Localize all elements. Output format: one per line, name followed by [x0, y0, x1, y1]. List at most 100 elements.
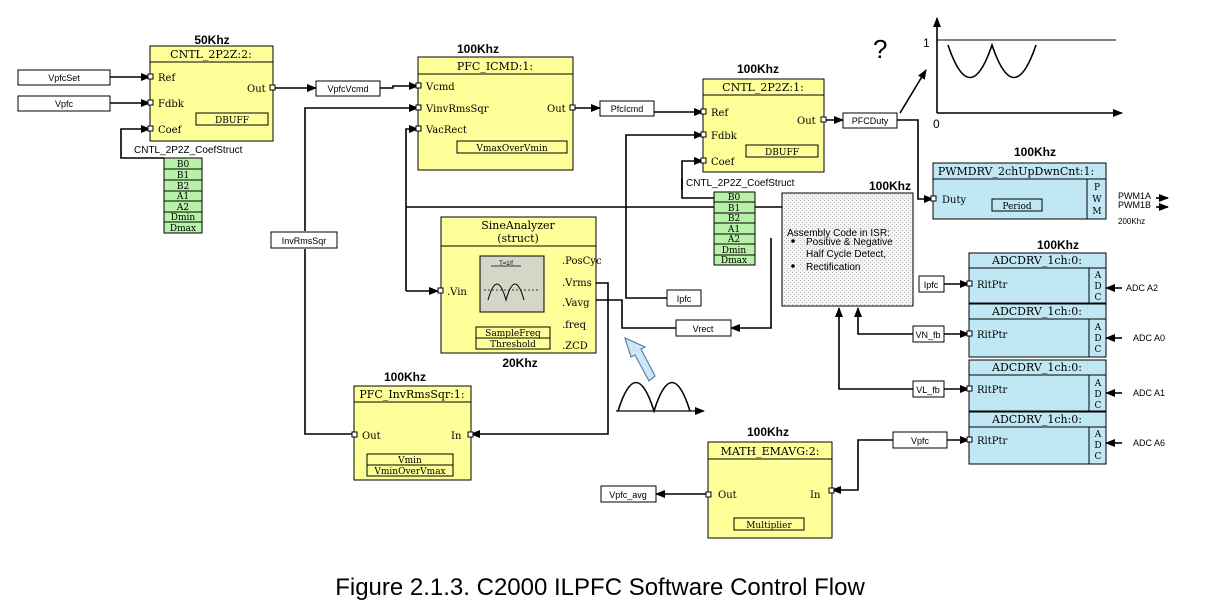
rate-label: 100Khz [737, 62, 779, 76]
block-title: SineAnalyzer [481, 219, 555, 232]
block-cntl-2p2z-2: 50Khz CNTL_2P2Z:2: Ref Fdbk Coef Out DBU… [134, 33, 276, 156]
question-mark: ? [873, 34, 887, 64]
block-title: PFC_ICMD:1: [457, 60, 533, 73]
block-adcdrv-a2: ADCDRV_1ch:0: RltPtr A D C ADC A2 [966, 252, 1158, 304]
output-vavg: .Vavg [562, 298, 590, 309]
adc-signal-ipfc: Ipfc [924, 280, 939, 290]
block-title: CNTL_2P2Z:2: [170, 48, 252, 61]
adc-signal-vl-fb: VL_fb [916, 385, 940, 395]
block-pfc-icmd: 100Khz PFC_ICMD:1: Vcmd VinvRmsSqr VacRe… [415, 42, 576, 171]
block-adcdrv-a6: ADCDRV_1ch:0: RltPtr A D C ADC A6 [966, 411, 1165, 465]
block-title: MATH_EMAVG:2: [721, 445, 820, 458]
block-pwmdrv: 100Khz PWMDRV_2chUpDwnCnt:1: Duty Period… [930, 145, 1151, 226]
asm-bullet-1-line2: Half Cycle Detect, [806, 249, 886, 260]
struct-label: CNTL_2P2Z_CoefStruct [686, 178, 795, 189]
svg-text:B1: B1 [728, 204, 740, 214]
signal-pfcduty: PFCDuty [852, 116, 889, 126]
output-pwm1a: PWM1A [1118, 191, 1151, 201]
svg-text:D: D [1094, 334, 1101, 344]
port-coef: Coef [711, 157, 736, 168]
svg-text:P: P [1094, 183, 1100, 193]
svg-text:A2: A2 [176, 203, 189, 213]
signal-invrmssqr: InvRmsSqr [282, 236, 327, 246]
svg-text:B2: B2 [728, 214, 740, 224]
port-out: Out [718, 490, 737, 501]
period-label: T=1/f [499, 261, 513, 267]
adc-input-a6: ADC A6 [1133, 438, 1165, 448]
rate-label: 100Khz [1014, 145, 1056, 159]
signal-vrect: Vrect [693, 324, 714, 334]
signal-pfcicmd: PfcIcmd [611, 104, 644, 114]
output-vrms: .Vrms [562, 278, 592, 289]
svg-text:ADCDRV_1ch:0:: ADCDRV_1ch:0: [991, 305, 1082, 318]
svg-text:Dmax: Dmax [170, 224, 196, 234]
port-vacrect: VacRect [425, 125, 467, 136]
svg-text:RltPtr: RltPtr [977, 280, 1007, 291]
svg-text:A1: A1 [176, 192, 189, 202]
block-subtitle: (struct) [497, 232, 539, 245]
svg-text:D: D [1094, 390, 1101, 400]
pwm-frequency: 200Khz [1118, 217, 1145, 226]
rate-label: 100Khz [384, 370, 426, 384]
svg-text:ADCDRV_1ch:0:: ADCDRV_1ch:0: [991, 413, 1082, 426]
svg-text:C: C [1095, 452, 1102, 462]
duty-origin: 0 [933, 117, 940, 131]
port-fdbk: Fdbk [158, 99, 185, 110]
block-pfc-invrmssqr: 100Khz PFC_InvRmsSqr:1: Out In Vmin Vmin… [351, 370, 474, 481]
svg-text:C: C [1095, 293, 1102, 303]
svg-text:B1: B1 [177, 171, 189, 181]
block-title: PFC_InvRmsSqr:1: [359, 388, 464, 401]
svg-text:RltPtr: RltPtr [977, 436, 1007, 447]
port-fdbk: Fdbk [711, 131, 738, 142]
adc-signal-vpfc: Vpfc [911, 436, 930, 446]
block-title: CNTL_2P2Z:1: [722, 81, 804, 94]
signal-vpfc: Vpfc [55, 99, 74, 109]
inner-vmaxovervmin: VmaxOverVmin [475, 144, 547, 154]
port-out: Out [247, 84, 266, 95]
port-coef: Coef [158, 125, 183, 136]
asm-heading: Assembly Code in ISR: [787, 228, 890, 239]
port-in: In [810, 490, 821, 501]
inner-vminovervmax: VminOverVmax [373, 467, 445, 477]
adc-rate-label: 100Khz [1037, 238, 1079, 252]
block-adcdrv-a1: ADCDRV_1ch:0: RltPtr A D C ADC A1 [966, 359, 1165, 412]
struct-label: CNTL_2P2Z_CoefStruct [134, 145, 243, 156]
svg-text:ADCDRV_1ch:0:: ADCDRV_1ch:0: [991, 361, 1082, 374]
port-ref: Ref [158, 73, 176, 84]
port-out: Out [362, 431, 381, 442]
svg-text:Dmin: Dmin [722, 246, 747, 256]
figure-caption: Figure 2.1.3. C2000 ILPFC Software Contr… [335, 574, 865, 601]
block-adcdrv-a0: ADCDRV_1ch:0: RltPtr A D C ADC A0 [966, 303, 1165, 358]
block-sine-analyzer: SineAnalyzer (struct) .Vin T=1/f .PosCyc… [437, 216, 602, 370]
port-in: In [451, 431, 462, 442]
svg-text:A: A [1094, 379, 1102, 389]
rate-label: 100Khz [869, 179, 911, 193]
inner-multiplier: Multiplier [746, 521, 792, 531]
signal-vpfcset: VpfcSet [48, 73, 80, 83]
adc-signal-vn-fb: VN_fb [915, 330, 940, 340]
svg-text:D: D [1094, 282, 1101, 292]
port-vin: .Vin [447, 287, 467, 298]
signal-vpfc-avg: Vpfc_avg [609, 490, 647, 500]
coef-table-a: B0 B1 B2 A1 A2 Dmin Dmax [163, 157, 203, 234]
svg-text:A: A [1094, 323, 1102, 333]
inner-period: Period [1002, 202, 1032, 212]
coef-table-b: B0 B1 B2 A1 A2 Dmin Dmax [713, 191, 756, 266]
signal-vpfcvcmd: VpfcVcmd [327, 84, 368, 94]
signal-labels: VpfcSet Vpfc VpfcVcmd PfcIcmd PFCDuty In… [17, 69, 948, 503]
duty-y-tick: 1 [923, 36, 930, 50]
port-vinvrmssqr: VinvRmsSqr [425, 104, 489, 115]
adc-input-a2: ADC A2 [1126, 283, 1158, 293]
signal-ipfc: Ipfc [677, 294, 692, 304]
asm-bullet-2: Rectification [806, 262, 860, 273]
asm-bullet-1-line1: Positive & Negative [806, 237, 893, 248]
svg-text:B0: B0 [728, 193, 741, 203]
svg-text:B2: B2 [177, 182, 189, 192]
block-assembly-code: 100Khz Assembly Code in ISR: Positive & … [781, 179, 914, 307]
port-out: Out [797, 116, 816, 127]
rate-label: 50Khz [194, 33, 229, 47]
svg-text:D: D [1094, 441, 1101, 451]
svg-text:A: A [1094, 430, 1102, 440]
block-cntl-2p2z-1: 100Khz CNTL_2P2Z:1: Ref Fdbk Coef Out DB… [686, 62, 827, 189]
